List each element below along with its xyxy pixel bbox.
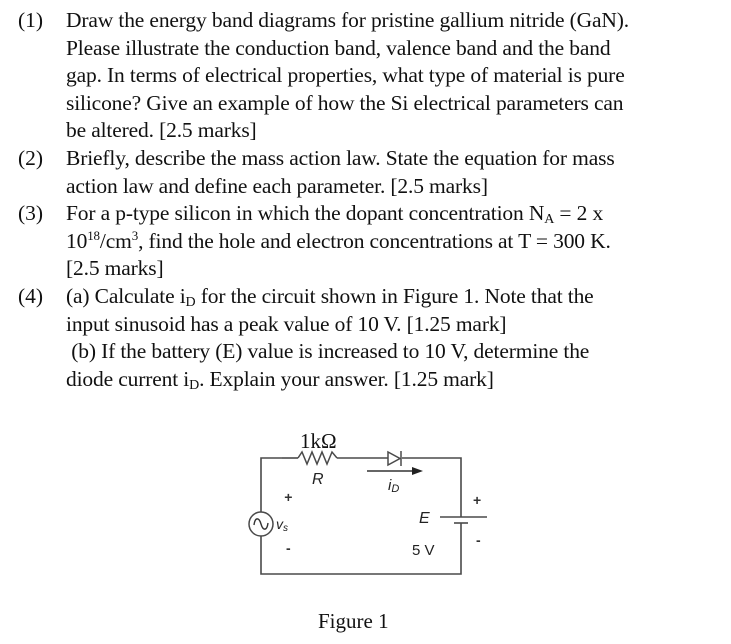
question-text-line: silicone? Give an example of how the Si … (66, 90, 624, 115)
circuit-wires (260, 457, 462, 575)
question-text-line: Draw the energy band diagrams for pristi… (66, 8, 630, 32)
question-text-line: Briefly, describe the mass action law. S… (66, 146, 615, 170)
question-text-line: Please illustrate the conduction band, v… (66, 35, 611, 60)
subscript: D (185, 295, 196, 310)
text-segment: , find the hole and electron concentrati… (138, 228, 611, 253)
ac-source-icon (248, 511, 274, 537)
current-label: iD (388, 477, 399, 495)
battery-value-label: 5 V (412, 542, 435, 559)
text-segment: for the circuit shown in Figure 1. Note … (195, 284, 594, 308)
question-text-line: gap. In terms of electrical properties, … (66, 63, 625, 87)
question-text-line: (b) If the battery (E) value is increase… (66, 339, 590, 363)
resistor-icon (297, 450, 338, 466)
question-text-line: input sinusoid has a peak value of 10 V.… (66, 311, 507, 336)
question-number: (2) (18, 146, 44, 170)
question-number: (3) (18, 201, 44, 225)
battery-label: E (419, 510, 430, 527)
subscript: D (189, 377, 200, 393)
question-number: (1) (18, 8, 44, 32)
question-text-line: 1018/cm3, find the hole and electron con… (66, 228, 611, 256)
resistor-label: R (312, 471, 324, 488)
figure-caption: Figure 1 (318, 609, 389, 633)
text-segment: . Explain your answer. [1.25 mark] (199, 366, 494, 391)
source-minus-label: - (286, 540, 291, 556)
battery-minus-label: - (476, 532, 481, 548)
battery-icon (440, 516, 487, 524)
diode-icon (387, 450, 402, 467)
question-text-line: action law and define each parameter. [2… (66, 173, 488, 198)
text-segment: = 2 x (554, 201, 604, 225)
source-plus-label: + (284, 489, 292, 505)
battery-plus-label: + (473, 492, 481, 508)
text-segment: diode current i (66, 366, 190, 391)
superscript: 18 (87, 227, 100, 243)
resistor-value-label: 1kΩ (300, 429, 337, 453)
text-segment: For a p-type silicon in which the dopant… (66, 201, 545, 225)
question-text-line: be altered. [2.5 marks] (66, 118, 257, 142)
subscript: A (544, 212, 555, 227)
question-text-line: diode current iD. Explain your answer. [… (66, 366, 494, 394)
superscript: 3 (131, 227, 139, 243)
current-label-sub: D (391, 483, 399, 495)
source-label-main: v (276, 516, 284, 532)
source-label: vs (276, 516, 288, 534)
current-arrow-icon (367, 467, 423, 475)
text-segment: /cm (99, 228, 132, 253)
question-number: (4) (18, 284, 44, 308)
current-label-main: i (388, 477, 392, 494)
question-text-line: (a) Calculate iD for the circuit shown i… (66, 283, 594, 311)
text-segment: (a) Calculate i (66, 284, 186, 308)
question-text-line: For a p-type silicon in which the dopant… (66, 200, 603, 228)
question-text-line: [2.5 marks] (66, 256, 164, 280)
text-segment: 10 (66, 228, 88, 253)
source-label-sub: s (283, 523, 288, 534)
